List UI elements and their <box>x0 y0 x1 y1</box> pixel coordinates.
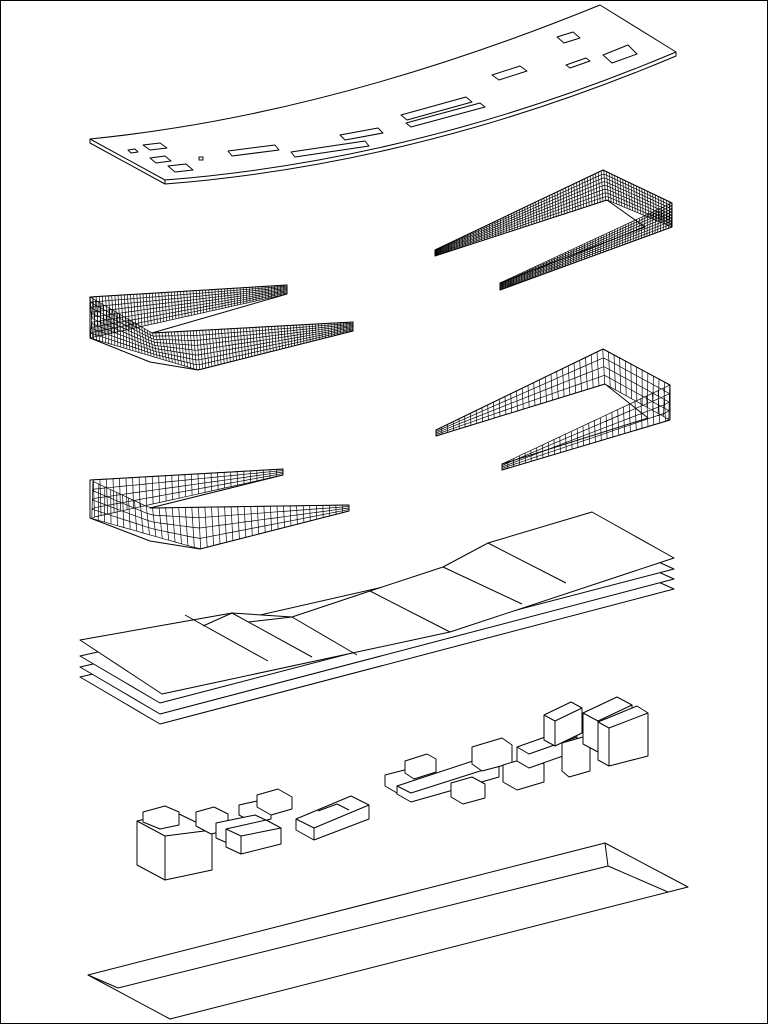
denseL-lines <box>89 284 354 370</box>
dense-mesh-left <box>89 284 354 371</box>
floor-plates <box>79 511 675 725</box>
coarseR-lines <box>435 348 671 471</box>
volume-group-left <box>136 788 293 881</box>
floor-plate-1 <box>79 511 675 695</box>
denseR-lines <box>434 170 673 291</box>
coarse-grid-left <box>89 468 350 550</box>
coarse-grid-right <box>435 348 671 471</box>
dense-mesh-right <box>434 169 673 291</box>
base-platform <box>87 842 689 1020</box>
volume-group-middle <box>295 795 370 841</box>
volume-group-right <box>384 696 649 805</box>
volumes <box>136 696 649 881</box>
coarseL-lines <box>90 468 350 550</box>
roof-canopy <box>89 4 677 185</box>
roof-openings <box>127 31 638 173</box>
